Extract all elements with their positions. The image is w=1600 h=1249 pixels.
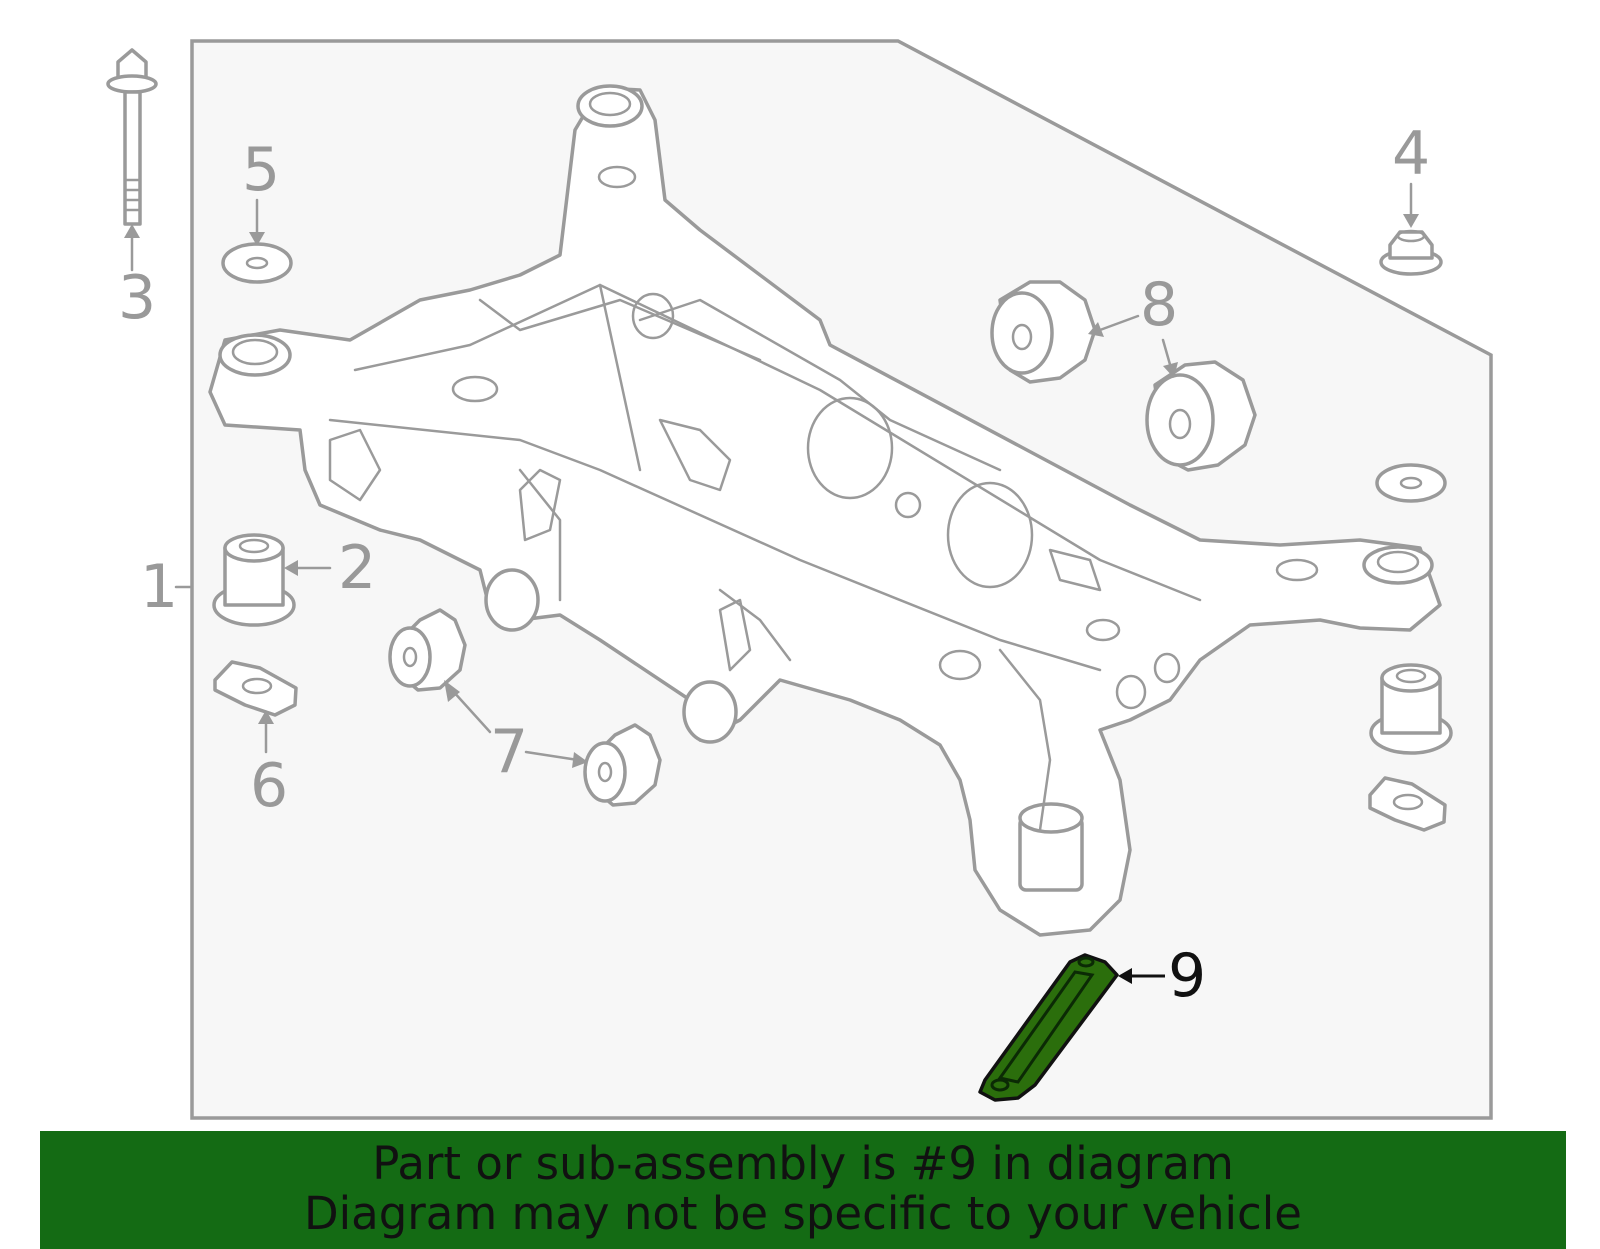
leader-lines	[124, 182, 1419, 984]
washer-part-5	[221, 242, 293, 284]
callout-9: 9	[1168, 941, 1206, 1011]
callout-7: 7	[490, 717, 528, 787]
banner-line-2: Diagram may not be specific to your vehi…	[304, 1187, 1302, 1240]
plate-part-6-right	[1368, 776, 1447, 832]
plate-part-6-left	[213, 660, 298, 717]
callout-6: 6	[250, 751, 288, 821]
callout-8: 8	[1140, 270, 1178, 340]
bushing-part-2-left	[212, 533, 296, 627]
washer-right	[1375, 463, 1447, 503]
callout-3: 3	[118, 263, 156, 333]
bushing-part-8-lower	[1145, 360, 1257, 472]
callout-1: 1	[140, 552, 178, 622]
subframe-crossmember	[208, 84, 1442, 937]
nut-part-4	[1379, 229, 1443, 276]
bracket-part-9-highlighted	[978, 953, 1119, 1102]
callout-2: 2	[338, 533, 376, 603]
bushing-part-2-right	[1369, 663, 1453, 755]
banner-line-1: Part or sub-assembly is #9 in diagram	[372, 1137, 1234, 1190]
bushing-part-7-upper	[388, 608, 467, 692]
callout-5: 5	[242, 135, 280, 205]
bushing-part-7-lower	[583, 723, 662, 807]
info-banner: Part or sub-assembly is #9 in diagram Di…	[40, 1131, 1566, 1249]
callout-4: 4	[1392, 119, 1430, 189]
bushing-part-8-upper	[990, 280, 1097, 384]
bolt-part-3	[106, 48, 158, 226]
